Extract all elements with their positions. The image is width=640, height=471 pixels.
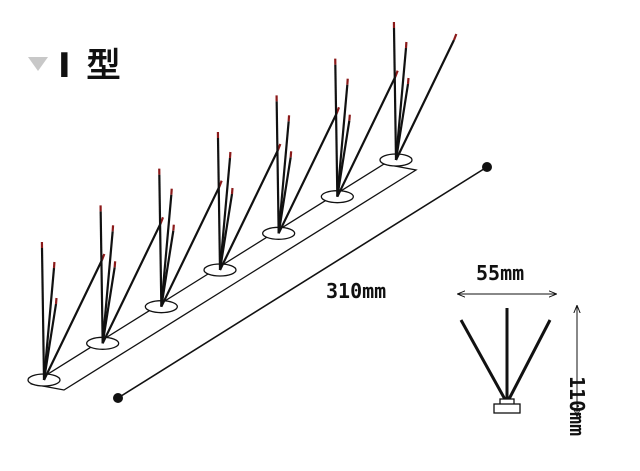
length-endpoint-end (482, 162, 492, 172)
spike-rod (160, 194, 173, 307)
spike-rod (43, 259, 103, 381)
triangle-down-icon (28, 56, 48, 71)
spike-rod (218, 157, 232, 271)
height-label: 110mm (565, 376, 589, 437)
spike-rod (334, 64, 339, 197)
length-dimension-line (113, 162, 492, 403)
spike-strip (27, 21, 458, 391)
spike-rod (394, 47, 408, 161)
spike-rod (336, 76, 397, 198)
spike-rod (277, 112, 338, 234)
spike-side-profile (459, 308, 552, 414)
spike-rod (336, 120, 351, 197)
spike-rod (394, 83, 410, 161)
title-row: I 型 (28, 38, 123, 87)
spike-rod (101, 267, 116, 344)
width-label: 55mm (476, 261, 525, 285)
spike-rod (101, 222, 162, 344)
spike-rod (160, 186, 221, 308)
spike-rod (42, 267, 56, 381)
spike-rod (216, 137, 222, 271)
spike-rod (275, 101, 280, 234)
spike-rod (218, 193, 234, 271)
spike-rod (336, 84, 349, 197)
spike-rod (40, 247, 46, 381)
spike-rod (219, 149, 279, 271)
strip-base (30, 163, 418, 391)
spike-rod (101, 231, 114, 344)
type-title: I 型 (58, 46, 123, 86)
spike-rod (160, 230, 175, 307)
spike-rod (277, 157, 292, 234)
length-label: 310mm (326, 279, 387, 303)
spike-rod (42, 303, 58, 381)
spike-rod (277, 121, 290, 234)
length-endpoint-start (113, 393, 123, 403)
spike-rod (99, 211, 104, 344)
spike-rod (395, 39, 455, 161)
spike-rod (392, 27, 398, 161)
spike-rod (158, 174, 163, 307)
spike-tip (452, 33, 458, 41)
